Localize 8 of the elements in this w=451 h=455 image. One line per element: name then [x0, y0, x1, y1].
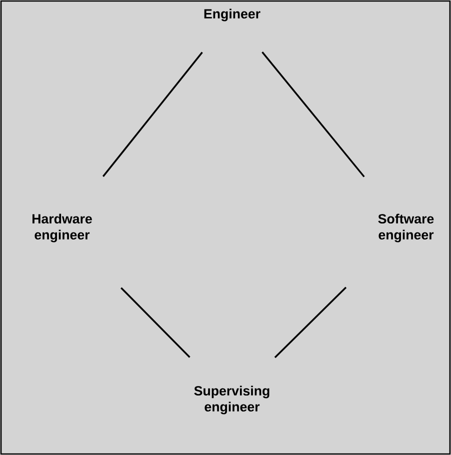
connector-line	[262, 52, 365, 178]
connector-line	[274, 286, 347, 358]
node-label: Engineer	[204, 8, 260, 22]
node-label: Software engineer	[378, 214, 434, 242]
node-label: Supervising engineer	[194, 386, 270, 414]
connector-line	[120, 287, 190, 358]
connector-line	[102, 52, 203, 177]
node-label: Hardware engineer	[32, 214, 92, 242]
